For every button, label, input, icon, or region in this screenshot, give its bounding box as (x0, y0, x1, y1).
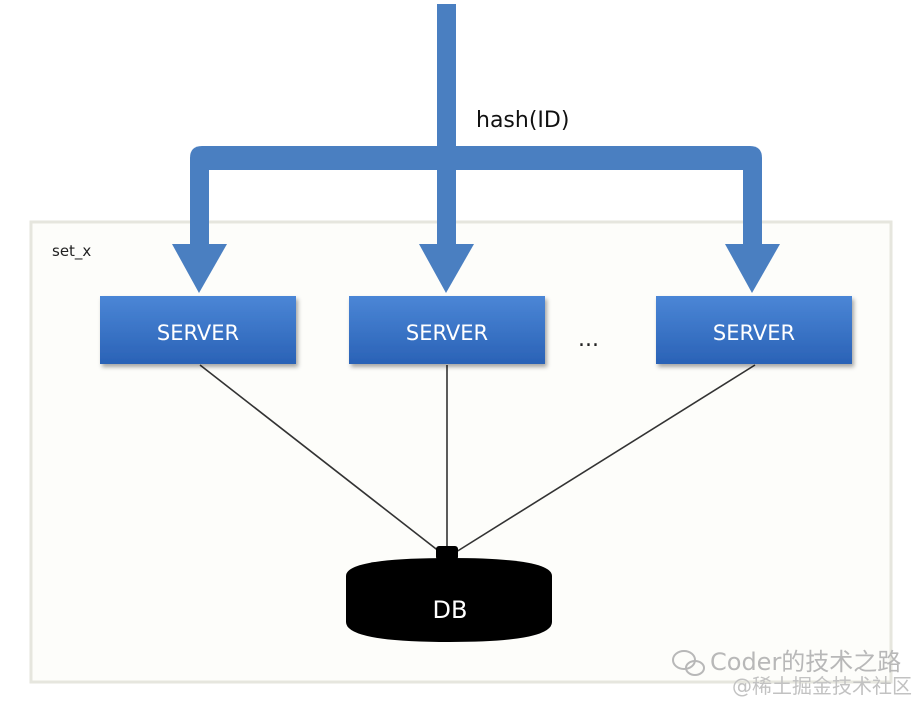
wechat-icon (672, 650, 705, 676)
watermark-line2: @稀土掘金技术社区 (732, 674, 912, 698)
arrow-stem-center (437, 150, 456, 246)
server-label: SERVER (713, 321, 795, 345)
arrow-stem-right (743, 158, 762, 246)
arrow-head-right (725, 244, 780, 293)
routing-label: hash(ID) (476, 108, 569, 133)
connector-right (455, 364, 756, 553)
arrow-trunk (437, 4, 456, 154)
server-node (656, 296, 852, 364)
arrow-head-left (172, 244, 227, 293)
set-label: set_x (52, 242, 91, 261)
watermark: Coder的技术之路 @稀土掘金技术社区 (672, 648, 912, 698)
watermark-line1: Coder的技术之路 (710, 648, 901, 676)
database-node (346, 546, 552, 642)
connectors (199, 364, 756, 553)
server-ellipsis: ... (578, 327, 599, 352)
server-node (100, 296, 296, 364)
database-label: DB (433, 596, 468, 624)
arrow-head-center (419, 244, 474, 293)
connector-left (199, 364, 441, 553)
routing-arrows (172, 4, 780, 293)
arrow-stem-left (190, 158, 209, 246)
server-label: SERVER (157, 321, 239, 345)
server-label: SERVER (406, 321, 488, 345)
arrow-branch-bar (190, 146, 762, 170)
server-node (349, 296, 545, 364)
